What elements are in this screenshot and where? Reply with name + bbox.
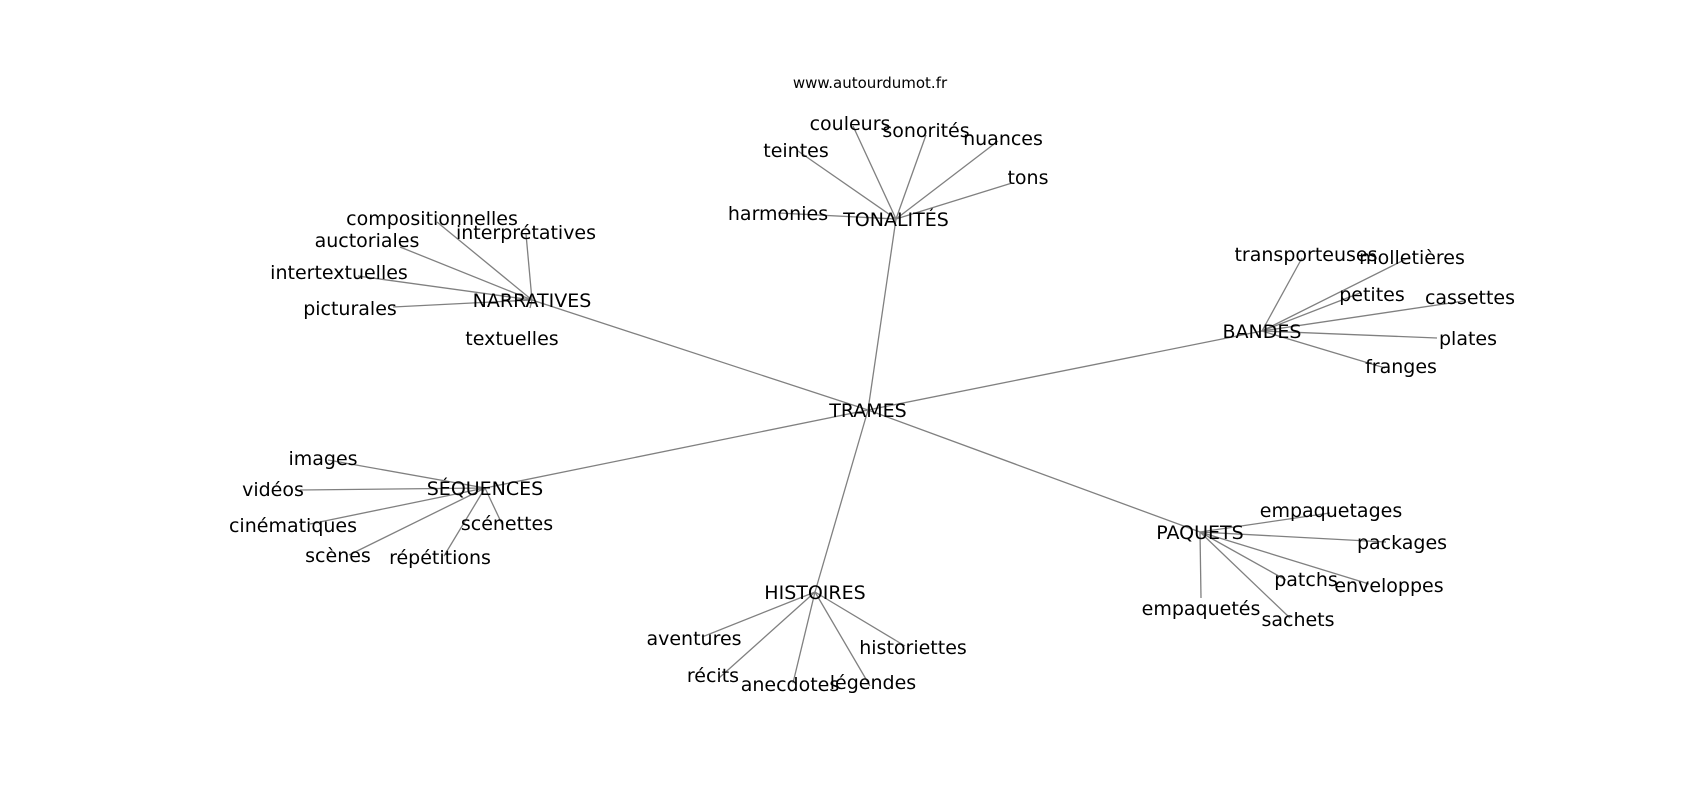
node-leaf-aventures[interactable]: aventures [646,628,741,650]
edge-bandes-franges [1261,330,1386,369]
edge-tonalites-sonorites [895,134,927,220]
edges [299,125,1465,687]
edge-tonalites-harmonies [777,212,897,220]
node-hub-paquets[interactable]: PAQUETS [1156,522,1243,544]
edge-bandes-transporteuses [1261,257,1303,332]
node-leaf-plates[interactable]: plates [1439,328,1497,350]
edge-sequences-images [327,459,486,489]
node-leaf-auctoriales[interactable]: auctoriales [315,230,420,252]
node-leaf-anecdotes[interactable]: anecdotes [741,674,840,696]
node-leaf-harmonies[interactable]: harmonies [728,203,828,225]
node-leaf-packages[interactable]: packages [1357,532,1447,554]
edge-tonalites-nuances [895,140,999,220]
edge-bandes-molletieres [1261,256,1411,332]
edge-paquets-empaquetes [1199,531,1202,599]
node-leaf-empaquetages[interactable]: empaquetages [1260,500,1402,522]
node-leaf-historiettes[interactable]: historiettes [859,637,967,659]
node-leaf-cassettes[interactable]: cassettes [1425,287,1515,309]
edge-tonalites-teintes [797,150,897,220]
node-hub-tonalites[interactable]: TONALITÉS [842,208,949,231]
node-leaf-scenettes[interactable]: scénettes [461,513,553,535]
node-leaf-interpretatives[interactable]: interprétatives [456,222,596,244]
node-leaf-cinematiques[interactable]: cinématiques [229,515,357,537]
edge-paquets-enveloppes [1199,531,1370,585]
edge-sequences-scenettes [484,487,503,525]
edge-root-narratives [531,299,869,411]
edge-bandes-plates [1261,330,1438,339]
node-leaf-legendes[interactable]: légendes [830,672,916,694]
edge-tonalites-tons [895,182,1013,220]
edge-root-histoires [814,409,869,593]
edge-histoires-historiettes [814,591,906,647]
edge-sequences-videos [299,487,486,491]
node-leaf-patchs[interactable]: patchs [1274,569,1338,591]
node-leaf-tons[interactable]: tons [1007,167,1048,189]
edge-root-bandes [867,330,1263,411]
node-leaf-videos[interactable]: vidéos [242,479,304,501]
edge-tonalites-couleurs [852,125,897,220]
edge-paquets-empaquetages [1199,512,1331,533]
edge-root-sequences [484,409,869,489]
node-leaf-enveloppes[interactable]: enveloppes [1334,575,1443,597]
edge-histoires-legendes [814,591,871,687]
node-leaf-franges[interactable]: franges [1365,356,1437,378]
edge-narratives-interpretatives [525,233,533,301]
node-leaf-repetitions[interactable]: répétitions [389,547,491,569]
edge-narratives-compositionnelles [436,221,533,301]
edge-narratives-picturales [392,299,533,308]
node-hub-bandes[interactable]: BANDES [1223,321,1302,343]
node-leaf-picturales[interactable]: picturales [303,298,397,320]
edge-sequences-repetitions [443,487,486,557]
node-leaf-recits[interactable]: récits [687,665,739,687]
edge-bandes-cassettes [1261,300,1465,332]
node-leaf-sachets[interactable]: sachets [1261,609,1334,631]
edge-sequences-scenes [348,487,486,556]
node-leaf-molletieres[interactable]: molletières [1359,247,1465,269]
node-leaf-images[interactable]: images [288,448,357,470]
edge-narratives-textuelles [529,299,533,309]
node-leaf-empaquetes[interactable]: empaquetés [1142,598,1261,620]
edge-narratives-intertextuelles [357,275,533,301]
node-root-trames[interactable]: TRAMES [828,400,907,422]
node-leaf-scenes[interactable]: scènes [305,545,371,567]
site-credit[interactable]: www.autourdumot.fr [793,74,948,92]
node-leaf-couleurs[interactable]: couleurs [810,113,891,135]
node-leaf-intertextuelles[interactable]: intertextuelles [270,262,408,284]
node-leaf-textuelles[interactable]: textuelles [465,328,558,350]
node-leaf-sonorites[interactable]: sonorités [882,120,969,142]
edge-paquets-patchs [1199,531,1287,581]
node-hub-narratives[interactable]: NARRATIVES [473,290,592,312]
edge-root-tonalites [867,218,897,411]
node-hub-histoires[interactable]: HISTOIRES [764,582,865,604]
edge-sequences-cinematiques [309,487,486,525]
labels: www.autourdumot.fr TRAMES TONALITÉS couleu… [229,74,1515,696]
edge-paquets-packages [1199,531,1387,543]
node-hub-sequences[interactable]: SÉQUENCES [427,477,543,500]
edge-paquets-sachets [1199,531,1291,619]
node-leaf-nuances[interactable]: nuances [963,128,1043,150]
node-leaf-compositionnelles[interactable]: compositionnelles [346,208,518,230]
edge-root-paquets [867,409,1201,533]
node-leaf-petites[interactable]: petites [1339,284,1405,306]
edge-histoires-recits [718,591,816,679]
node-leaf-teintes[interactable]: teintes [763,140,829,162]
edge-histoires-aventures [701,591,816,638]
edge-narratives-auctoriales [399,246,533,301]
node-leaf-transporteuses[interactable]: transporteuses [1234,244,1377,266]
edge-histoires-anecdotes [792,591,816,684]
edge-bandes-petites [1261,292,1361,332]
